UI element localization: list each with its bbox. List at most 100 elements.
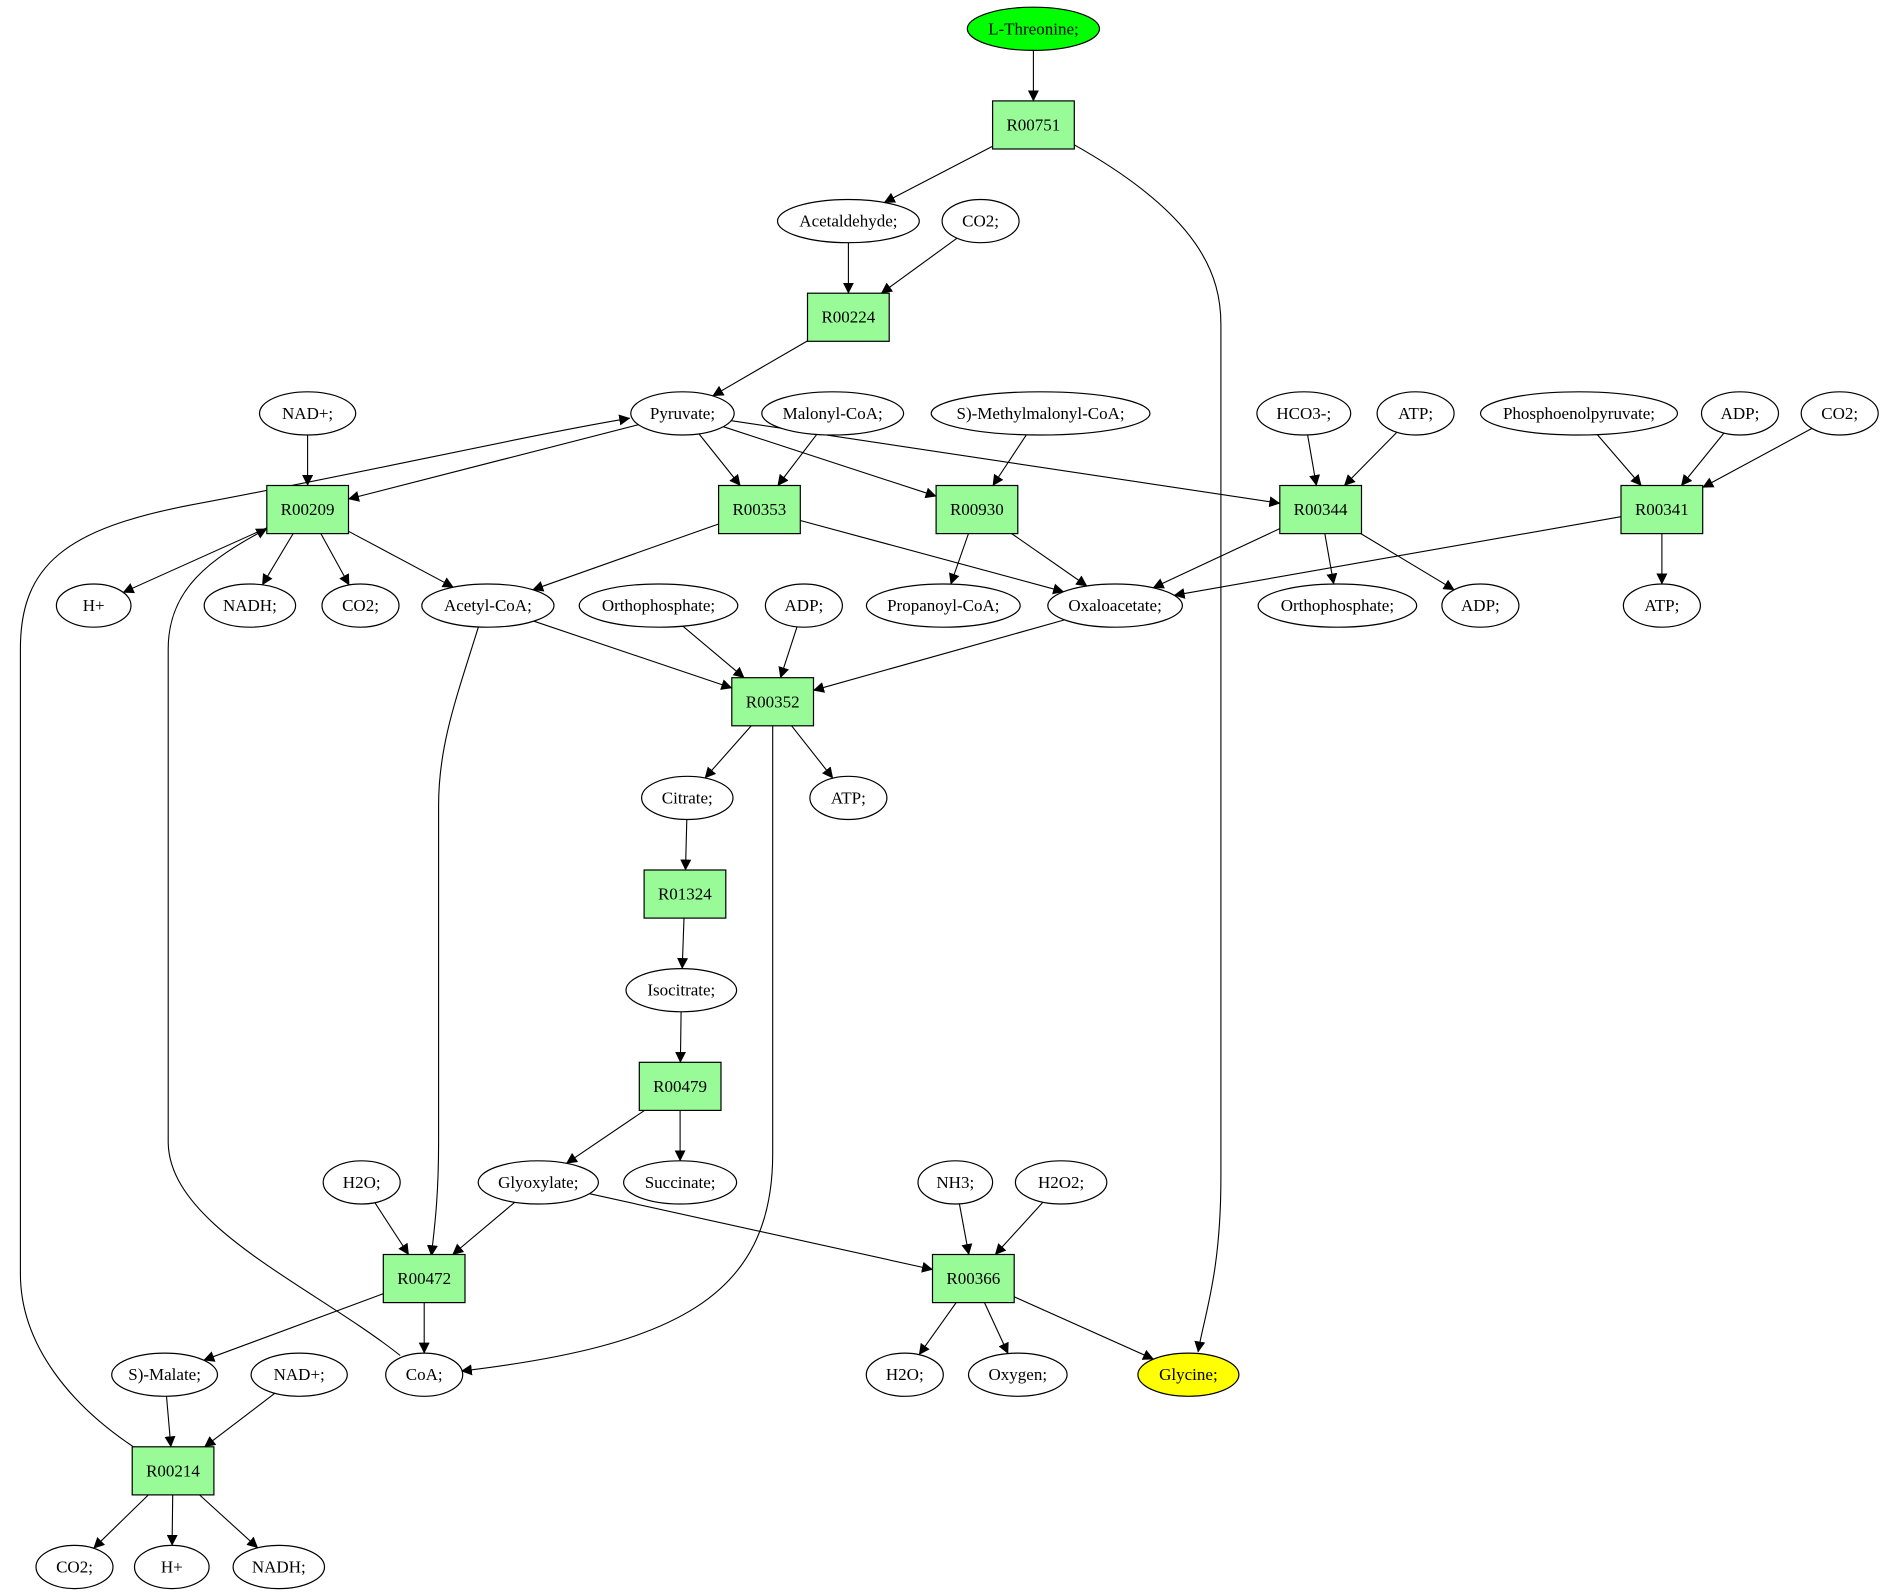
- edge-r479-to-glx: [566, 1109, 646, 1164]
- node-label: R00209: [281, 500, 335, 519]
- compound-node-co2-co2d: CO2;: [35, 1544, 114, 1590]
- reaction-box: [991, 100, 1075, 150]
- compound-node-propanoyl-coa-propcoa: Propanoyl-CoA;: [865, 583, 1021, 628]
- node-label: R00224: [821, 308, 875, 327]
- compound-ellipse: [809, 775, 888, 821]
- compound-node-h-hplus1: H+: [55, 583, 132, 628]
- node-label: NADH;: [252, 1558, 306, 1577]
- compound-node-pyruvate-pyr: Pyruvate;: [630, 391, 735, 436]
- node-label: R00751: [1006, 116, 1060, 135]
- edge-cit-to-r1324: [680, 819, 692, 871]
- edge-hco3-to-r344: [1307, 434, 1321, 487]
- reaction-node-r00352-r352: R00352: [731, 677, 815, 727]
- edge-glx-to-r472: [452, 1201, 516, 1255]
- node-label: ATP;: [831, 788, 866, 807]
- edge-h2o2-to-r366: [994, 1201, 1044, 1255]
- reaction-box: [1620, 484, 1704, 535]
- compound-ellipse: [967, 1352, 1068, 1397]
- compound-node-glyoxylate-glx: Glyoxylate;: [477, 1160, 599, 1205]
- edge-co2b-to-r341: [1702, 427, 1813, 488]
- node-label: R00344: [1294, 500, 1348, 519]
- edge-r366-to-h2o3: [918, 1302, 957, 1356]
- compound-ellipse: [1257, 583, 1418, 628]
- reaction-node-r00344-r344: R00344: [1279, 484, 1363, 535]
- node-label: ADP;: [785, 596, 824, 615]
- reaction-box: [643, 869, 727, 919]
- compound-ellipse: [232, 1544, 326, 1590]
- edge-mal-to-r214: [164, 1396, 176, 1448]
- compound-node-acetaldehyde-acald: Acetaldehyde;: [776, 198, 920, 244]
- reaction-node-r00472-r472: R00472: [382, 1253, 466, 1304]
- compound-ellipse: [477, 1160, 599, 1205]
- node-label: CO2;: [342, 596, 379, 615]
- compound-node-h-hplus2: H+: [133, 1544, 210, 1590]
- reaction-box: [806, 292, 890, 342]
- edge-r224-to-pyr: [712, 340, 808, 397]
- compound-ellipse: [917, 1160, 994, 1205]
- node-label: Propanoyl-CoA;: [887, 596, 999, 615]
- compound-node-succinate-succ: Succinate;: [622, 1160, 738, 1205]
- node-label: Acetaldehyde;: [799, 212, 897, 231]
- node-label: CoA;: [406, 1365, 443, 1384]
- compound-ellipse: [1376, 391, 1455, 436]
- compound-node-co2-co2b: CO2;: [1800, 391, 1879, 436]
- edge-nh3-to-r366: [958, 1203, 973, 1256]
- compound-ellipse: [640, 775, 734, 821]
- node-label: CO2;: [1821, 404, 1858, 423]
- reaction-box: [266, 484, 350, 535]
- edge-pyr-to-r353: [698, 433, 741, 486]
- compound-node-s-methylmalonyl-coa-smmcoa: S)-Methylmalonyl-CoA;: [930, 391, 1151, 436]
- node-label: R01324: [658, 885, 712, 904]
- compound-ellipse: [761, 391, 905, 436]
- node-label: Orthophosphate;: [602, 596, 715, 615]
- compound-node-phosphoenolpyruvate-pep: Phosphoenolpyruvate;: [1479, 391, 1679, 436]
- edge-pep-to-r341: [1596, 434, 1642, 486]
- reaction-node-r00353-r353: R00353: [717, 484, 801, 535]
- compound-ellipse: [1479, 391, 1679, 436]
- node-label: NAD+;: [282, 404, 333, 423]
- edge-r352-to-coa: [460, 725, 774, 1376]
- compound-node-atp-atp1: ATP;: [1376, 391, 1455, 436]
- node-label: H2O2;: [1038, 1173, 1084, 1192]
- compound-ellipse: [35, 1544, 114, 1590]
- node-label: Succinate;: [645, 1173, 716, 1192]
- node-label: Citrate;: [662, 788, 713, 807]
- node-label: HCO3-;: [1276, 404, 1331, 423]
- node-label: R00366: [946, 1269, 1000, 1288]
- reaction-node-r00366-r366: R00366: [931, 1253, 1015, 1304]
- node-label: Phosphoenolpyruvate;: [1503, 404, 1655, 423]
- compound-ellipse: [1047, 583, 1183, 628]
- node-label: R00341: [1635, 500, 1689, 519]
- node-label: Pyruvate;: [650, 404, 715, 423]
- compound-node-l-threonine-thr: L-Threonine;: [966, 6, 1101, 51]
- reaction-box: [717, 484, 801, 535]
- compound-node-h2o-h2o3: H2O;: [865, 1352, 944, 1397]
- compound-node-co2-co2c: CO2;: [321, 583, 400, 628]
- edge-smmcoa-to-r930: [992, 434, 1027, 486]
- node-label: R00479: [653, 1077, 707, 1096]
- compound-node-acetyl-coa-accoa: Acetyl-CoA;: [421, 583, 555, 628]
- edge-r930-to-propcoa: [949, 533, 970, 585]
- compound-node-oxaloacetate-oaa: Oxaloacetate;: [1047, 583, 1183, 628]
- edge-r214-to-pyr: [19, 414, 631, 1448]
- edge-r1324-to-icit: [677, 918, 689, 970]
- compound-node-citrate-cit: Citrate;: [640, 775, 734, 821]
- compound-ellipse: [111, 1352, 219, 1397]
- reaction-node-r00341-r341: R00341: [1620, 484, 1704, 535]
- node-label: ATP;: [1644, 596, 1679, 615]
- compound-ellipse: [55, 583, 132, 628]
- compound-ellipse: [133, 1544, 210, 1590]
- reaction-box: [382, 1253, 466, 1304]
- reaction-box: [931, 1253, 1015, 1304]
- edge-glx-to-r366: [589, 1193, 934, 1273]
- node-label: ATP;: [1398, 404, 1433, 423]
- node-label: ADP;: [1461, 596, 1500, 615]
- edge-pyr-to-r930: [723, 426, 937, 499]
- compound-ellipse: [250, 1352, 348, 1397]
- edge-r214-to-hplus2: [166, 1494, 178, 1546]
- edge-r209-to-hplus1: [122, 527, 268, 594]
- reaction-node-r01324-r1324: R01324: [643, 869, 727, 919]
- edge-r751-to-acald: [883, 145, 993, 203]
- reaction-box: [731, 677, 815, 727]
- compound-ellipse: [764, 583, 844, 628]
